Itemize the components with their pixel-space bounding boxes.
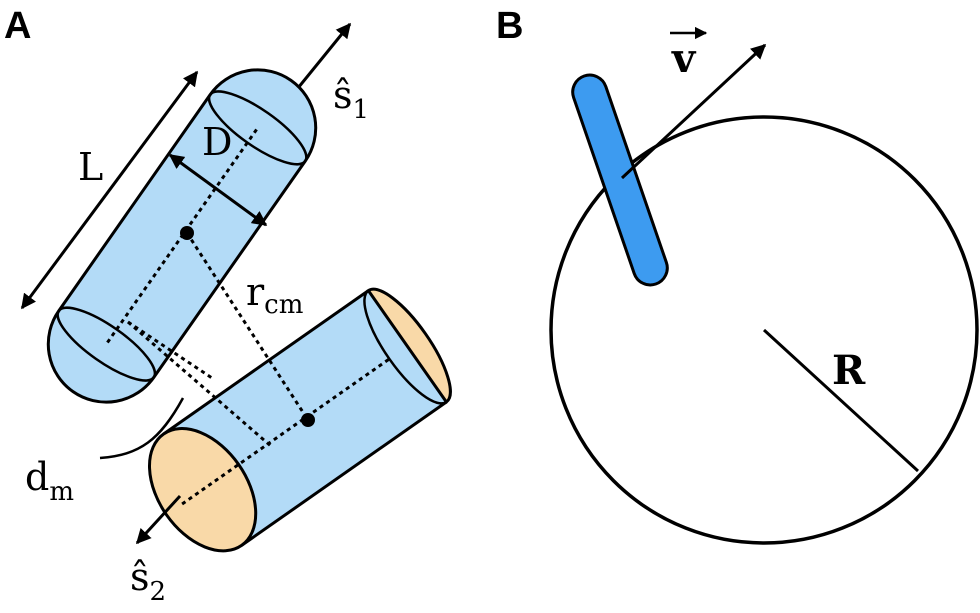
panel-b: B R v — [496, 5, 979, 545]
dm-leader — [99, 397, 185, 460]
axis-2-arrow — [135, 494, 182, 545]
confining-circle — [549, 115, 979, 545]
rcm-label: rcm — [246, 270, 303, 320]
axis-2-base: ŝ — [130, 555, 150, 599]
radius-line — [762, 328, 920, 473]
rcm-line — [185, 232, 310, 421]
rod-2-back-cap — [366, 287, 452, 405]
rod-2-top-edge — [162, 289, 370, 436]
panel-a-letter: A — [4, 5, 31, 47]
panel-a: A L D ŝ1 ŝ2 — [4, 5, 452, 607]
swimmer-rod — [571, 73, 669, 287]
axis-1-sub: 1 — [353, 95, 370, 125]
velocity-arrow — [620, 43, 767, 180]
rod-2-bottom-edge — [240, 400, 448, 547]
rcm-sub: cm — [264, 290, 303, 320]
radius-label: R — [832, 347, 866, 394]
axis-1-base: ŝ — [333, 73, 353, 117]
dm-base: d — [25, 455, 49, 499]
axis-2-sub: 2 — [150, 577, 167, 607]
diameter-label: D — [202, 120, 232, 164]
length-label: L — [78, 145, 103, 189]
swimmer-rod-body — [571, 73, 669, 287]
axis-1-arrow — [296, 22, 352, 89]
diameter-arrow — [168, 153, 268, 227]
rod-2-back-cap-rim — [363, 289, 448, 405]
dm-label: dm — [25, 455, 74, 507]
panel-b-letter: B — [496, 5, 523, 47]
axis-2-label: ŝ2 — [130, 555, 166, 607]
length-arrow — [20, 70, 199, 310]
axis-1-label: ŝ1 — [333, 73, 369, 125]
velocity-label: v — [671, 35, 697, 82]
rod-2-axis — [181, 356, 392, 506]
dm-connector-2 — [127, 320, 213, 380]
dm-sub: m — [49, 477, 74, 507]
rcm-base: r — [246, 270, 265, 314]
